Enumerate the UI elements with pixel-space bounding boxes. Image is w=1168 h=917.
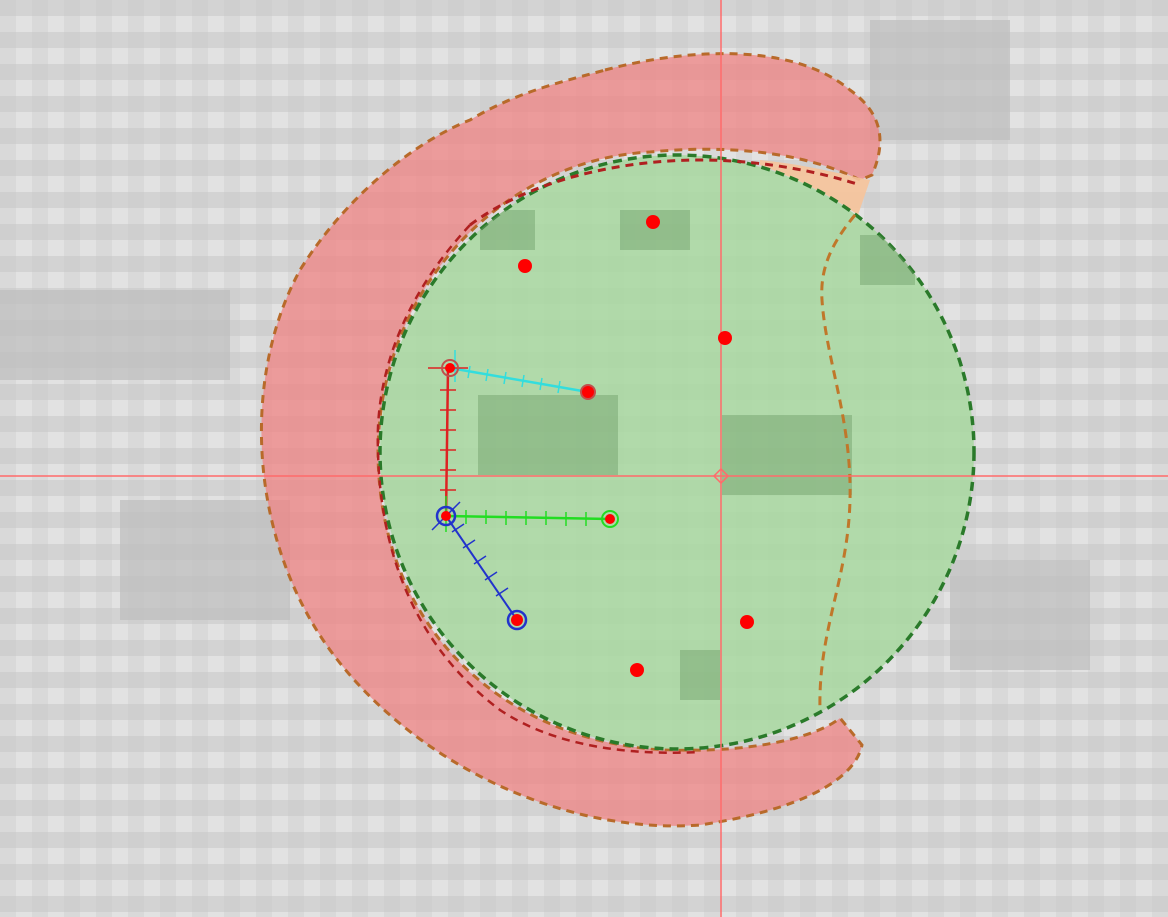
right-boundary: [818, 214, 857, 711]
diamond-marker-icon[interactable]: [712, 467, 730, 485]
landmark-point[interactable]: [630, 663, 644, 677]
blue-ruler-end[interactable]: [506, 609, 528, 631]
landmark-point[interactable]: [718, 331, 732, 345]
red-ruler-start[interactable]: [441, 359, 459, 377]
overlap-region: [760, 160, 870, 215]
landmark-point[interactable]: [740, 615, 754, 629]
blue-ruler-start[interactable]: [435, 505, 457, 527]
inner-region[interactable]: [378, 153, 976, 751]
landmark-point[interactable]: [646, 215, 660, 229]
landmark-points[interactable]: [518, 215, 754, 677]
inner-texture: [478, 210, 915, 700]
background-dark-patches: [0, 20, 1090, 670]
cyan-ruler-end[interactable]: [580, 384, 596, 400]
outer-region[interactable]: [259, 52, 882, 828]
cyan-ruler[interactable]: [449, 350, 589, 394]
green-ruler-end[interactable]: [601, 510, 619, 528]
landmark-point[interactable]: [518, 259, 532, 273]
